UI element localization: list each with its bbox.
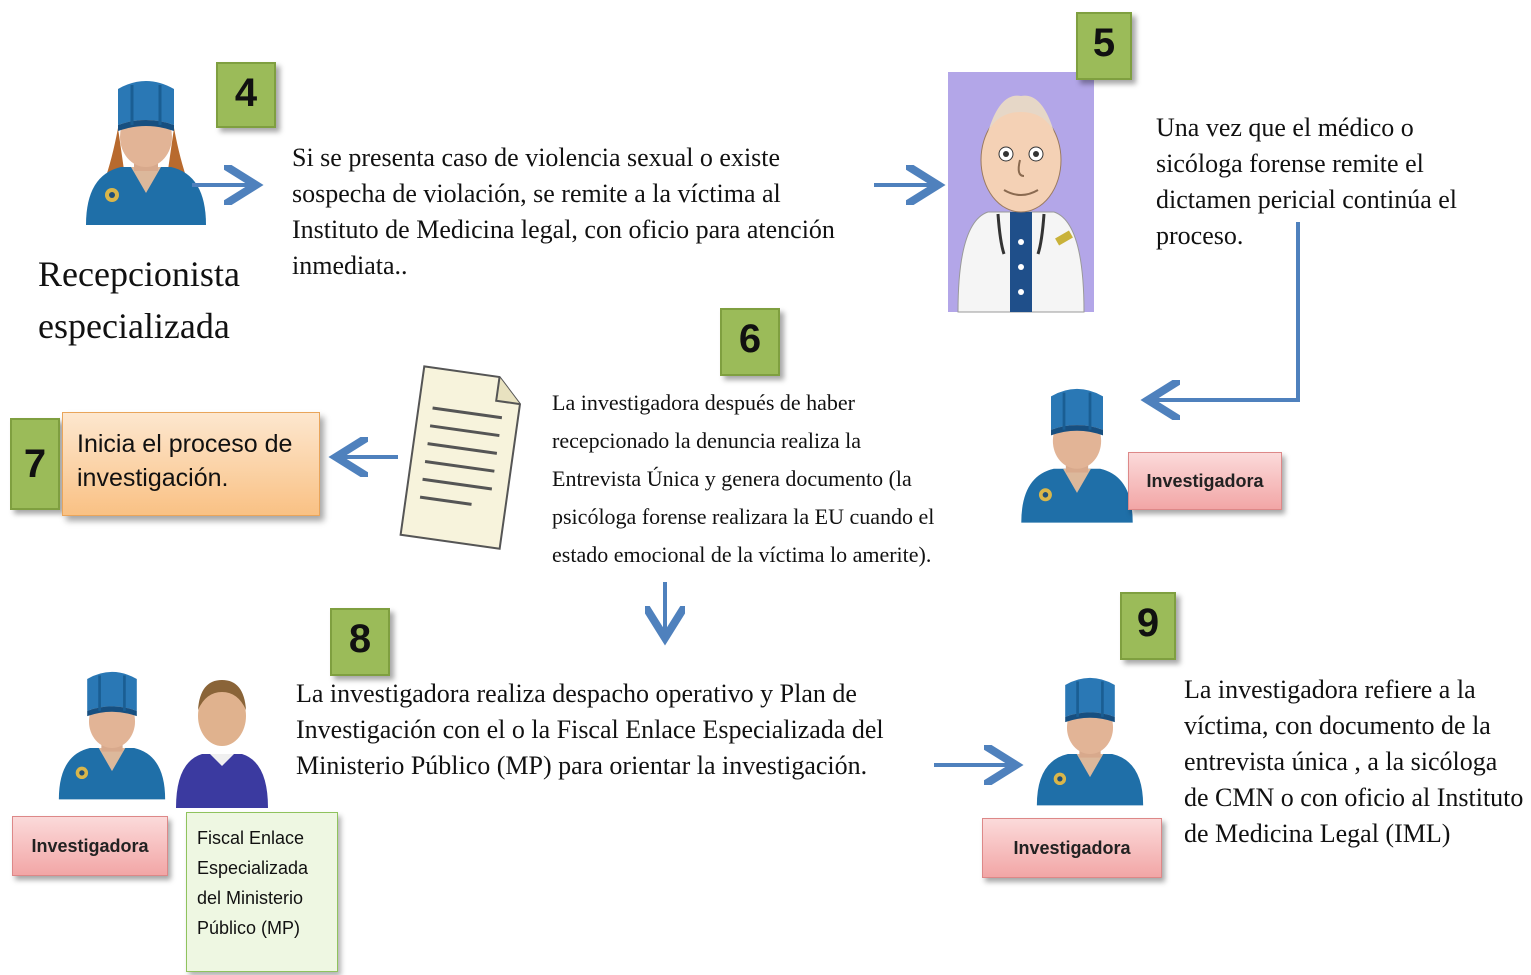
document-icon xyxy=(399,365,522,550)
police-officer-icon xyxy=(1035,676,1145,807)
police-officer-icon xyxy=(84,79,208,225)
arrow-icon xyxy=(192,170,260,200)
civilian-person-icon xyxy=(176,680,268,808)
fiscal-label: Fiscal Enlace Especializada del Minister… xyxy=(186,812,338,972)
step-9-badge: 9 xyxy=(1120,592,1176,660)
step-7-box: Inicia el proceso de investigación. xyxy=(62,412,320,516)
investigator-label: Investigadora xyxy=(982,818,1162,878)
arrow-icon xyxy=(934,750,1022,780)
police-officer-icon xyxy=(57,670,167,801)
step-8-badge: 8 xyxy=(330,608,390,676)
arrow-icon xyxy=(874,170,942,200)
police-officer-icon xyxy=(1019,387,1135,525)
step-5-badge: 5 xyxy=(1076,12,1132,80)
arrow-icon xyxy=(330,442,398,472)
doctor-icon xyxy=(948,72,1094,313)
investigator-label: Investigadora xyxy=(12,816,168,876)
step-6-text: La investigadora después de haber recepc… xyxy=(552,390,935,567)
step-4-badge: 4 xyxy=(216,62,276,128)
step-9-text: La investigadora refiere a la víctima, c… xyxy=(1184,675,1524,848)
step-7-badge: 7 xyxy=(10,418,60,510)
step-6-badge: 6 xyxy=(720,308,780,376)
step-5-text: Una vez que el médico o sicóloga forense… xyxy=(1156,113,1458,250)
arrow-icon xyxy=(650,582,680,646)
investigator-label: Investigadora xyxy=(1128,452,1282,510)
receptionist-label: Recepcionista especializada xyxy=(38,254,240,346)
step-8-text: La investigadora realiza despacho operat… xyxy=(296,679,884,780)
arrow-icon xyxy=(1140,222,1300,420)
step-4-text: Si se presenta caso de violencia sexual … xyxy=(292,143,835,280)
